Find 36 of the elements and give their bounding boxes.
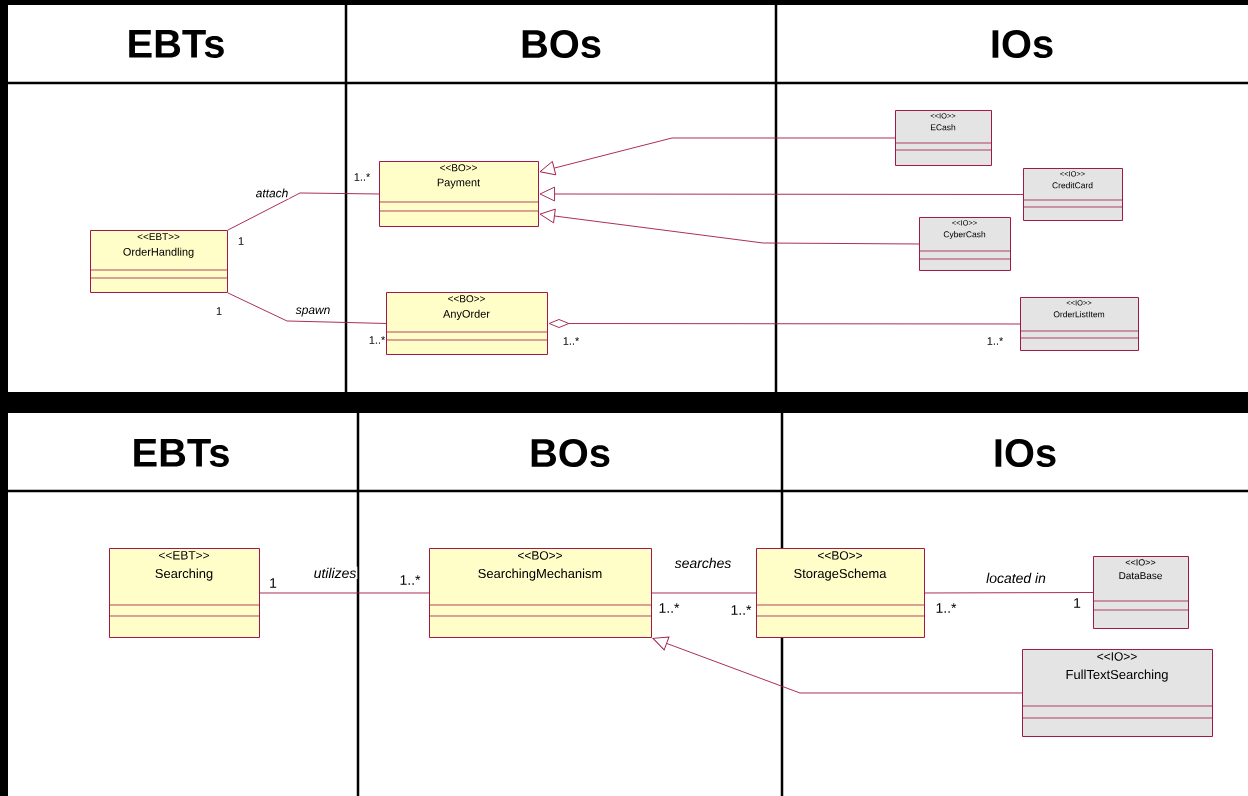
column-heading: BOs (531, 438, 610, 468)
association-line (924, 592, 1094, 594)
multiplicity-label: 1..* (731, 605, 752, 615)
class-box: <<BO>> SearchingMechanism (428, 548, 652, 638)
class-box: <<BO>> StorageSchema (755, 548, 925, 638)
column-heading: EBTs (134, 439, 229, 467)
edge-label: spawn (294, 306, 332, 318)
column-heading: BOs (522, 29, 601, 59)
association-line (652, 636, 1023, 694)
column-heading: EBTs (129, 30, 224, 58)
association-line (548, 319, 1021, 328)
multiplicity-label: 1..* (563, 337, 580, 345)
association-line (539, 137, 896, 176)
multiplicity-label: 1..* (400, 575, 421, 585)
class-box: <<EBT>> Searching (108, 548, 260, 638)
multiplicity-label: 1 (1074, 598, 1081, 608)
multiplicity-label: 1..* (936, 603, 957, 613)
multiplicity-label: 1..* (659, 603, 680, 613)
association-line (651, 592, 757, 594)
multiplicity-label: 1 (270, 578, 277, 588)
association-line (259, 592, 430, 594)
class-box: <<EBT>> OrderHandling (89, 230, 228, 293)
multiplicity-label: 1 (216, 307, 222, 315)
class-box: <<IO>> DataBase (1092, 556, 1189, 629)
column-heading: IOs (995, 438, 1056, 468)
column-heading: IOs (992, 29, 1053, 59)
class-box: <<BO>> AnyOrder (385, 292, 548, 355)
association-line (227, 292, 387, 324)
class-box: <<BO>> Payment (378, 161, 539, 227)
multiplicity-label: 1..* (987, 337, 1004, 345)
association-line (227, 192, 380, 231)
association-line (539, 186, 1024, 202)
edge-label: attach (254, 187, 290, 199)
multiplicity-label: 1 (238, 237, 244, 245)
association-line (539, 208, 920, 245)
class-box: <<IO>> FullTextSearching (1021, 649, 1213, 737)
